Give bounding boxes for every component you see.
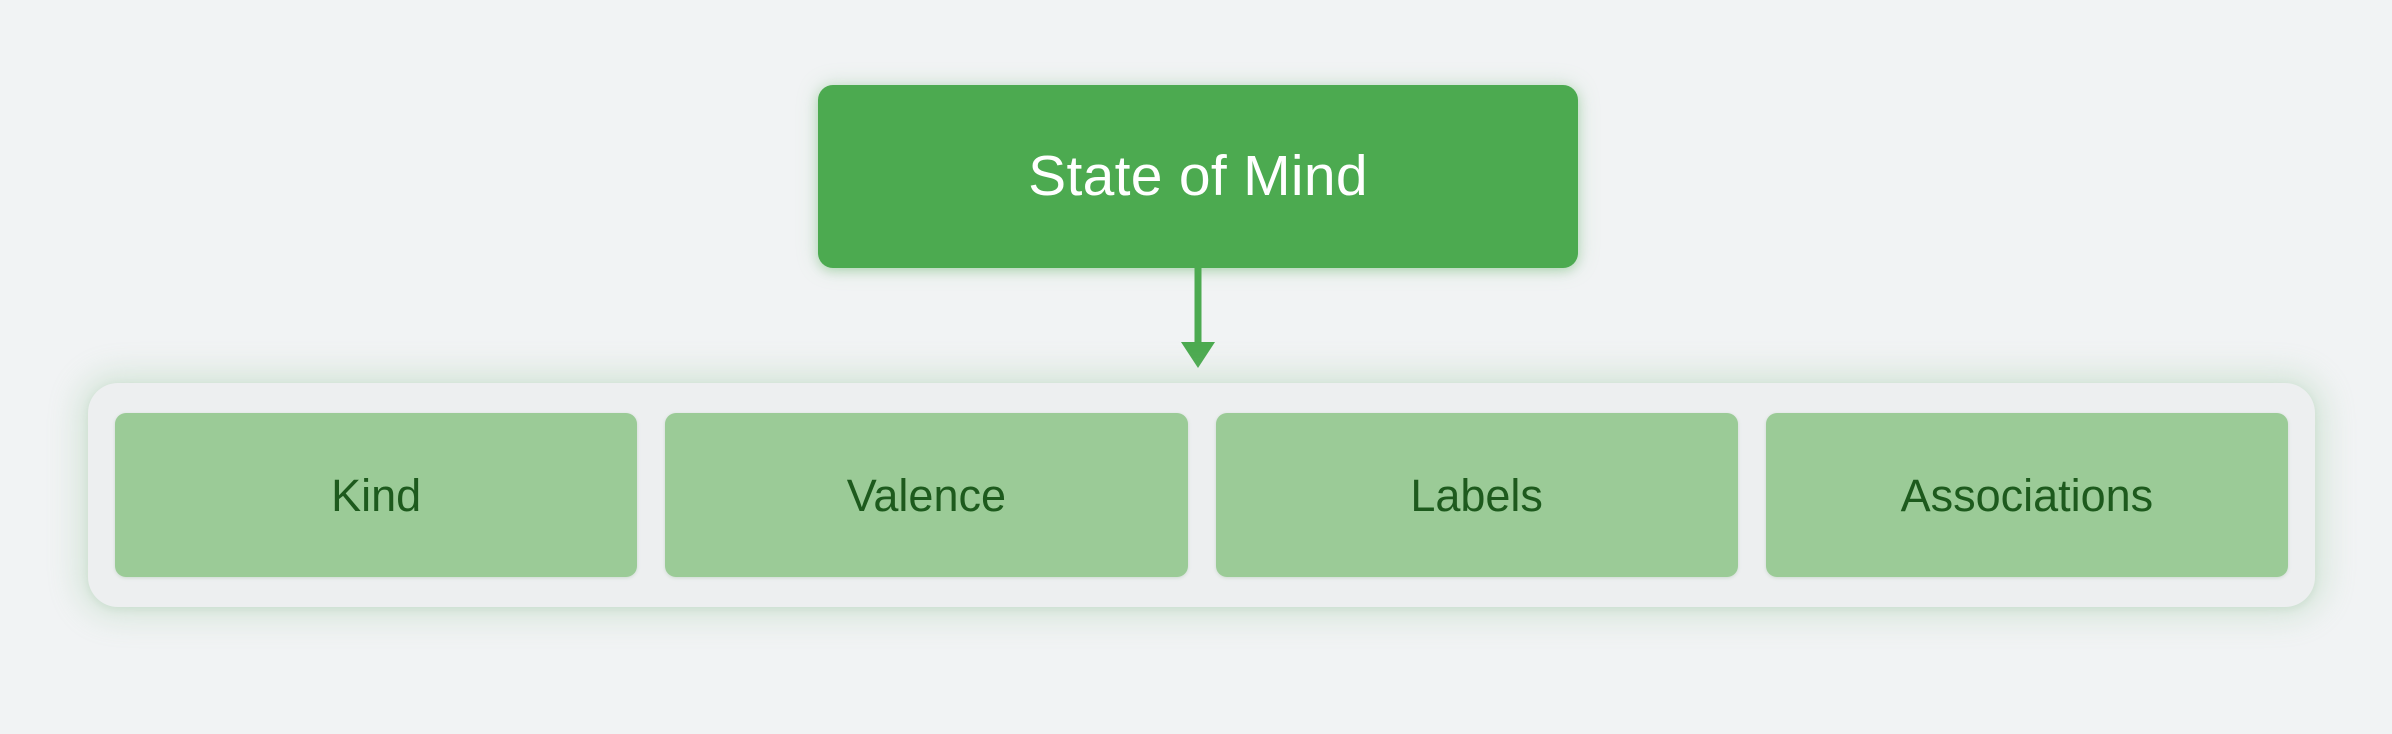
root-node-state-of-mind[interactable]: State of Mind — [818, 85, 1578, 268]
connector-arrow — [1156, 262, 1240, 374]
root-node-label: State of Mind — [1028, 144, 1368, 208]
arrow-down-icon — [1181, 262, 1215, 368]
child-node-associations[interactable]: Associations — [1765, 413, 2288, 577]
child-node-label: Associations — [1900, 469, 2154, 521]
child-node-label: Labels — [1410, 469, 1543, 521]
child-node-label: Kind — [331, 469, 422, 521]
children-container: Kind Valence Labels Associations — [88, 383, 2315, 607]
child-node-valence[interactable]: Valence — [665, 413, 1188, 577]
child-node-kind[interactable]: Kind — [115, 413, 638, 577]
child-node-labels[interactable]: Labels — [1215, 413, 1738, 577]
child-node-label: Valence — [846, 469, 1007, 521]
